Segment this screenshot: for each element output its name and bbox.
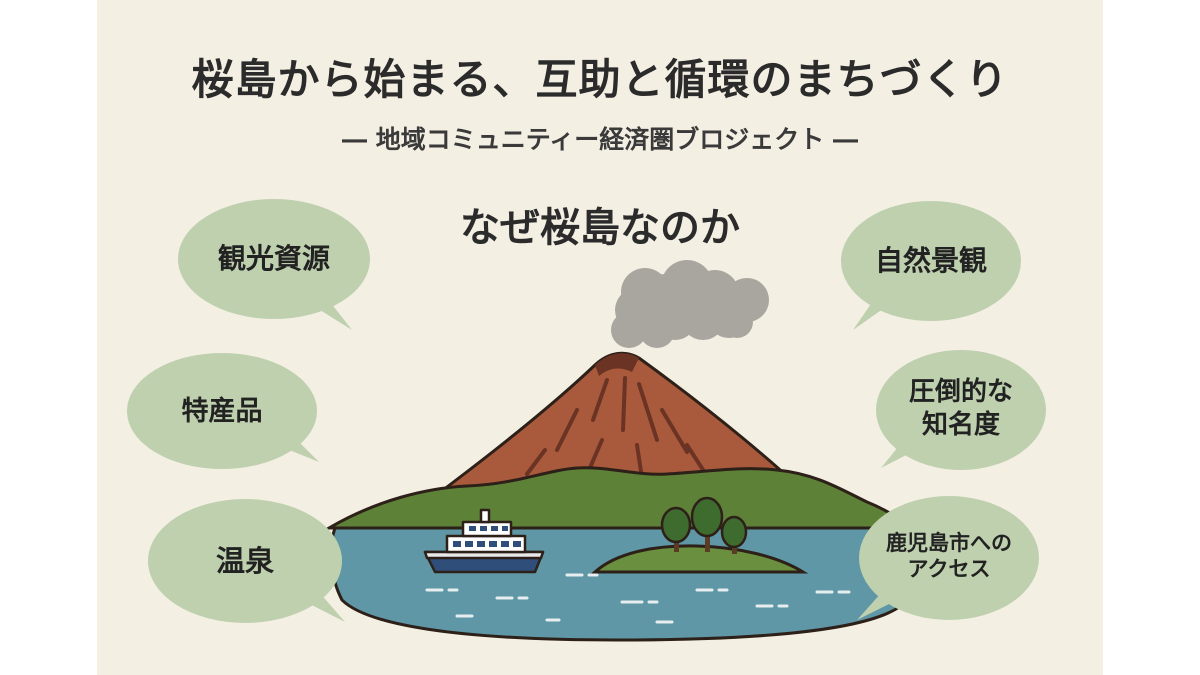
- sea: [329, 526, 914, 642]
- volcano-smoke: [611, 260, 769, 348]
- page-title: 桜島から始まる、互助と循環のまちづくり: [191, 55, 1009, 104]
- bubble-shizen-keikan: 自然景観: [851, 243, 1011, 278]
- bubble-kanko-shigen: 観光資源: [194, 241, 354, 276]
- bubble-label-line-1: 鹿児島市への: [886, 531, 1012, 555]
- bubble-label: 観光資源: [217, 242, 330, 275]
- bubble-tokusanhin: 特産品: [142, 395, 302, 429]
- section-heading: なぜ桜島なのか: [460, 205, 740, 251]
- ferry-boat: [423, 508, 545, 574]
- bubble-chimeido: 圧倒的な 知名度: [881, 376, 1041, 441]
- bubble-label: 自然景観: [874, 244, 987, 277]
- bubble-label: 特産品: [181, 396, 263, 427]
- green-hills: [323, 466, 913, 530]
- bubble-onsen: 温泉: [165, 543, 325, 579]
- bubble-label-line-2: 知名度: [921, 409, 1000, 440]
- speech-bubbles: [127, 199, 1046, 623]
- small-island: [591, 496, 809, 574]
- slide: 桜島から始まる、互助と循環のまちづくり ― 地域コミュニティー経済圏ブロジェクト…: [97, 0, 1103, 675]
- bubble-label-line-1: 圧倒的な: [908, 377, 1013, 407]
- page-subtitle: ― 地域コミュニティー経済圏ブロジェクト ―: [342, 125, 858, 154]
- trees: [660, 496, 748, 554]
- bubble-label: 温泉: [215, 544, 274, 578]
- bubble-label-line-2: アクセス: [907, 557, 991, 582]
- sakurajima-illustration: [127, 199, 1046, 642]
- sea-waves: [425, 573, 851, 624]
- bubble-access: 鹿児島市への アクセス: [859, 530, 1039, 583]
